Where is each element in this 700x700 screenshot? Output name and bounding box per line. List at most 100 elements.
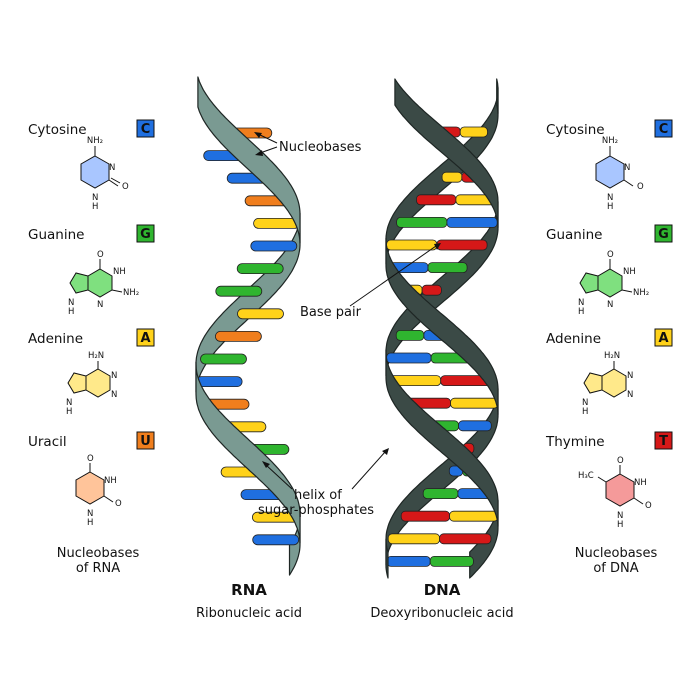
base-name: Uracil: [28, 434, 67, 450]
dna-base-rung-right: [446, 216, 498, 228]
atom-label: N: [68, 298, 74, 308]
base-name: Cytosine: [546, 122, 605, 138]
uracil-color-badge: [136, 431, 155, 450]
cytosine-color-badge: [136, 119, 155, 138]
annotation-arrow: [349, 245, 437, 307]
dna-base-legend: Cytosine C NH₂ O N N H Guanine G: [545, 119, 673, 576]
rna-base-rung: [214, 330, 262, 342]
dna-base-rung-right: [429, 556, 474, 567]
atom-label: NH₂: [123, 288, 139, 298]
base-name: Adenine: [546, 331, 601, 347]
atom-label: O: [617, 456, 624, 466]
dna-base-rung-right: [459, 126, 488, 138]
atom-label: N: [627, 390, 633, 400]
annotation-arrow: [351, 451, 386, 490]
atom-label: H: [68, 307, 74, 317]
atom-label: NH: [104, 476, 117, 486]
atom-label: H₂N: [88, 351, 104, 361]
atom-label: H₃C: [578, 471, 594, 481]
arrow-head: [255, 150, 263, 156]
atom-label: N: [578, 298, 584, 308]
dna-base-rung-right: [458, 420, 492, 432]
badge-letter: C: [141, 122, 151, 137]
dna-backbone-a-front-segment: [394, 78, 499, 229]
adenine-structure-icon: H₂N N N N H: [582, 351, 633, 417]
atom-label: O: [87, 454, 94, 464]
annotation-arrow: [257, 133, 278, 144]
dna-legend-caption: of DNA: [593, 561, 638, 576]
cytosine-color-badge: [654, 119, 673, 138]
guanine-color-badge: [136, 224, 155, 243]
atom-label: H: [607, 202, 613, 212]
dna-base-rung-left: [395, 329, 425, 341]
rna-base-legend: Cytosine C NH₂ O N N H Guanine G: [28, 119, 155, 576]
adenine-color-badge: [654, 328, 673, 347]
atom-label: N: [109, 163, 115, 173]
thymine-color-badge: [654, 431, 673, 450]
dna-helix: [385, 78, 499, 579]
adenine-structure-icon: H₂N N N N H: [66, 351, 117, 417]
dna-adenine-entry: Adenine A H₂N N N N H: [546, 328, 673, 417]
base-name: Adenine: [28, 331, 83, 347]
badge-letter: T: [659, 434, 668, 449]
annotation-arrow: [259, 146, 278, 154]
dna-title: DNA: [424, 581, 461, 599]
dna-cytosine-entry: Cytosine C NH₂ O N N H: [546, 119, 673, 212]
badge-letter: A: [140, 331, 150, 346]
rna-helix: [195, 76, 301, 576]
atom-label: N: [111, 390, 117, 400]
rna-subtitle: Ribonucleic acid: [196, 606, 302, 621]
base-name: Guanine: [28, 227, 84, 243]
cytosine-structure-icon: NH₂ O N N H: [595, 136, 644, 212]
dna-base-rung-right: [439, 533, 492, 545]
dna-base-rung-left: [422, 488, 459, 500]
arrow-head: [434, 243, 441, 250]
atom-label: O: [607, 250, 614, 260]
atom-label: N: [66, 398, 72, 408]
dna-base-rung-left: [386, 556, 431, 567]
dna-base-rung-right: [449, 510, 499, 522]
guanine-structure-icon: O NH NH₂ N N H: [68, 250, 139, 317]
dna-backbone-a-front-segment: [385, 349, 499, 527]
arrow-head: [382, 448, 389, 455]
cytosine-structure-icon: NH₂ O N N H: [80, 136, 129, 212]
atom-label: N: [97, 300, 103, 310]
guanine-color-badge: [654, 224, 673, 243]
annotations: Nucleobases Base pair helix of sugar-pho…: [254, 132, 441, 518]
atom-label: N: [627, 371, 633, 381]
dna-backbone-b-front-segment: [385, 538, 389, 579]
badge-letter: C: [659, 122, 669, 137]
dna-base-rung-left: [387, 533, 441, 545]
badge-letter: U: [140, 434, 151, 449]
atom-label: N: [617, 511, 623, 521]
helix-annotation: helix of: [294, 488, 342, 503]
uracil-structure-icon: O NH O N H: [75, 454, 122, 528]
rna-backbone-front-segment: [195, 361, 301, 544]
rna-guanine-entry: Guanine G O NH NH₂ N N H: [28, 224, 155, 317]
rna-legend-caption: of RNA: [76, 561, 120, 576]
rna-base-rung: [215, 285, 263, 297]
atom-label: H: [617, 520, 623, 530]
rna-cytosine-entry: Cytosine C NH₂ O N N H: [28, 119, 155, 212]
rna-base-rung: [252, 534, 300, 546]
atom-label: H: [92, 202, 98, 212]
atom-label: N: [87, 509, 93, 519]
arrow-head: [262, 461, 270, 468]
dna-base-rung-right: [427, 262, 468, 274]
dna-subtitle: Deoxyribonucleic acid: [370, 606, 513, 621]
nucleobases-annotation: Nucleobases: [279, 140, 362, 155]
dna-base-rung-left: [400, 510, 451, 522]
dna-base-rung-left: [386, 352, 432, 364]
atom-label: NH₂: [633, 288, 649, 298]
atom-label: N: [582, 398, 588, 408]
helix-annotation: sugar-phosphates: [258, 503, 374, 518]
atom-label: O: [97, 250, 104, 260]
atom-label: NH: [634, 478, 647, 488]
atom-label: N: [607, 300, 613, 310]
dna-backbone-b-front-segment: [496, 78, 499, 115]
atom-label: NH₂: [602, 136, 618, 146]
base-name: Cytosine: [28, 122, 87, 138]
atom-label: N: [92, 193, 98, 203]
base-pair-annotation: Base pair: [300, 305, 362, 320]
